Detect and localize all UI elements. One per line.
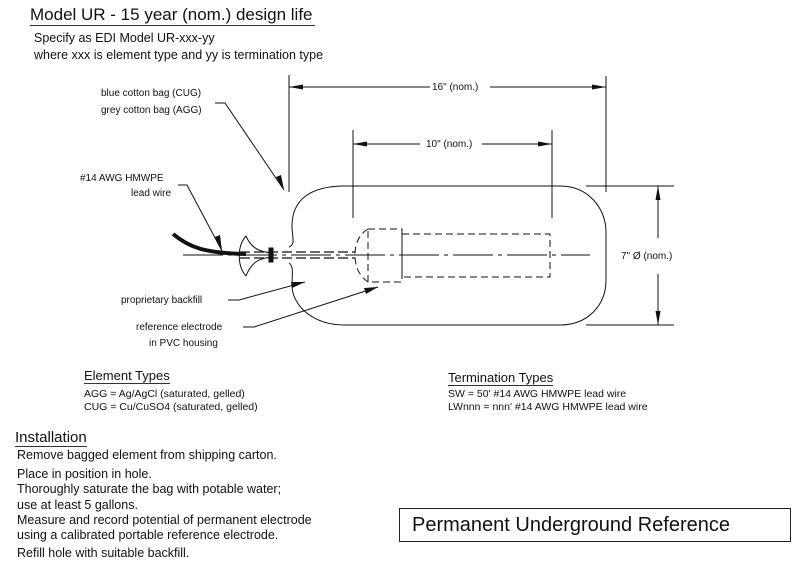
installation-step: use at least 5 gallons. [17, 498, 138, 512]
termination-types-heading: Termination Types [448, 370, 554, 386]
leader-wire-arrow [215, 235, 222, 251]
drawing-title: Model UR - 15 year (nom.) design life [30, 5, 315, 26]
lead-wire [171, 232, 247, 256]
termination-type-item: LWnnn = nnn' #14 AWG HMWPE lead wire [448, 401, 648, 413]
dim-arrow-10-left [353, 141, 367, 147]
element-type-item: CUG = Cu/CuSO4 (saturated, gelled) [84, 401, 258, 413]
installation-step: Measure and record potential of permanen… [17, 513, 312, 527]
label-grey-bag: grey cotton bag (AGG) [101, 105, 202, 116]
leader-bag-arrow [276, 175, 284, 190]
installation-step: Remove bagged element from shipping cart… [17, 448, 277, 462]
label-lead-wire-1: #14 AWG HMWPE [80, 173, 164, 184]
electrode-body [401, 233, 551, 278]
label-blue-bag: blue cotton bag (CUG) [101, 88, 202, 99]
leader-wire [178, 184, 223, 252]
installation-step: Thoroughly saturate the bag with potable… [17, 482, 282, 496]
title-block: Permanent Underground Reference [399, 508, 791, 542]
installation-heading: Installation [15, 429, 87, 447]
dim-16-label: 16" (nom.) [432, 81, 479, 94]
dim-arrow-16-left [289, 84, 303, 90]
leader-backfill [228, 281, 306, 301]
gland-bell [238, 235, 273, 277]
label-lead-wire-2: lead wire [131, 188, 172, 199]
leader-backfill-arrow [291, 282, 305, 288]
label-backfill: proprietary backfill [121, 295, 203, 306]
installation-step: Place in position in hole. [17, 467, 152, 481]
installation-step: using a calibrated portable reference el… [17, 528, 279, 542]
element-type-item: AGG = Ag/AgCl (saturated, gelled) [84, 388, 245, 400]
leader-electrode-arrow [364, 287, 378, 294]
termination-type-item: SW = 50' #14 AWG HMWPE lead wire [448, 388, 627, 400]
title-block-text: Permanent Underground Reference [412, 514, 730, 536]
dim-diameter-label: 7" Ø (nom.) [621, 250, 673, 263]
specify-line-2: where xxx is element type and yy is term… [34, 48, 324, 62]
installation-step: Refill hole with suitable backfill. [17, 546, 190, 560]
leader-electrode [243, 286, 379, 328]
dim-arrow-10-right [538, 141, 552, 147]
dim-arrow-dia-bottom [655, 311, 661, 325]
leader-bag [215, 102, 285, 191]
electrode-head [367, 228, 403, 283]
label-electrode-2: in PVC housing [149, 338, 218, 349]
label-electrode-1: reference electrode [136, 322, 223, 333]
specify-line-1: Specify as EDI Model UR-xxx-yy [34, 31, 215, 45]
dim-arrow-16-right [592, 84, 606, 90]
gland-tie [268, 247, 274, 263]
bag-outline [288, 185, 607, 326]
element-types-heading: Element Types [84, 368, 170, 384]
dim-arrow-dia-top [655, 186, 661, 200]
dim-10-label: 10" (nom.) [426, 138, 473, 151]
